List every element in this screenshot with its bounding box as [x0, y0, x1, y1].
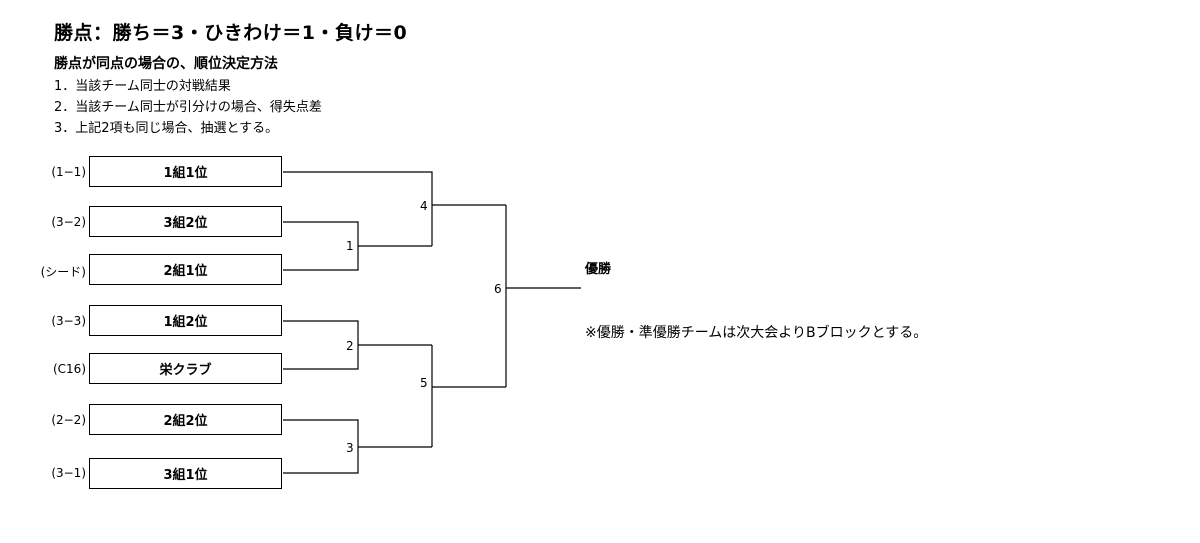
team-box: 3組2位: [89, 206, 282, 237]
seed-label: (1−1): [51, 165, 86, 179]
seed-label: (2−2): [51, 413, 86, 427]
seed-label: (シード): [40, 265, 86, 279]
team-name: 2組1位: [163, 264, 208, 279]
team-box: 3組1位: [89, 458, 282, 489]
page-title: 勝点：勝ち＝3・ひきわけ＝1・負け＝0: [54, 22, 408, 44]
match-number: 5: [420, 376, 428, 390]
match-number: 6: [494, 282, 502, 296]
seed-label: (C16): [52, 362, 86, 376]
team-box: 2組2位: [89, 404, 282, 435]
promotion-note: ※優勝・準優勝チームは次大会よりBブロックとする。: [585, 325, 928, 341]
match-number: 2: [346, 339, 354, 353]
team-name: 3組2位: [163, 216, 208, 231]
seed-label: (3−2): [51, 215, 86, 229]
tiebreak-rule-3: 3．上記2項も同じ場合、抽選とする。: [54, 121, 279, 136]
tiebreak-heading: 勝点が同点の場合の、順位決定方法: [54, 56, 278, 72]
match-number: 4: [420, 199, 428, 213]
team-name: 1組2位: [163, 315, 208, 330]
team-box: 2組1位: [89, 254, 282, 285]
bracket-line-match-4: [283, 171, 433, 246]
team-name: 3組1位: [163, 468, 208, 483]
team-box: 1組1位: [89, 156, 282, 187]
team-name: 2組2位: [163, 414, 208, 429]
seed-label: (3−3): [51, 314, 86, 328]
seed-label: (3−1): [51, 466, 86, 480]
match-number: 3: [346, 441, 354, 455]
team-name: 1組1位: [163, 166, 208, 181]
match-number: 1: [346, 239, 354, 253]
tiebreak-rule-1: 1．当該チーム同士の対戦結果: [54, 79, 231, 94]
tiebreak-rule-2: 2．当該チーム同士が引分けの場合、得失点差: [54, 100, 322, 115]
champion-label: 優勝: [585, 262, 612, 277]
team-box: 1組2位: [89, 305, 282, 336]
team-name: 栄クラブ: [159, 363, 212, 378]
team-box: 栄クラブ: [89, 353, 282, 384]
